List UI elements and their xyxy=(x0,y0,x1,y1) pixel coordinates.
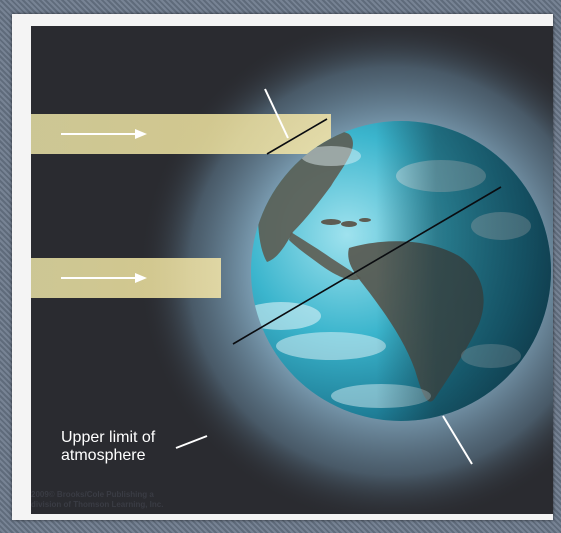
label-pointer-line xyxy=(175,435,208,449)
axis-line-bottom-icon xyxy=(442,415,473,465)
copyright-notice: 2009© Brooks/Cole Publishing a division … xyxy=(31,490,164,509)
atmosphere-label: Upper limit of atmosphere xyxy=(61,429,156,464)
axis-line-top-icon xyxy=(264,88,289,139)
sunlight-arrow-icon xyxy=(61,273,147,283)
equator-line-icon xyxy=(232,186,502,345)
earth-illustration xyxy=(31,26,553,514)
tangent-line-icon xyxy=(266,118,328,155)
diagram-canvas xyxy=(31,26,553,514)
sunlight-arrow-icon xyxy=(61,129,147,139)
